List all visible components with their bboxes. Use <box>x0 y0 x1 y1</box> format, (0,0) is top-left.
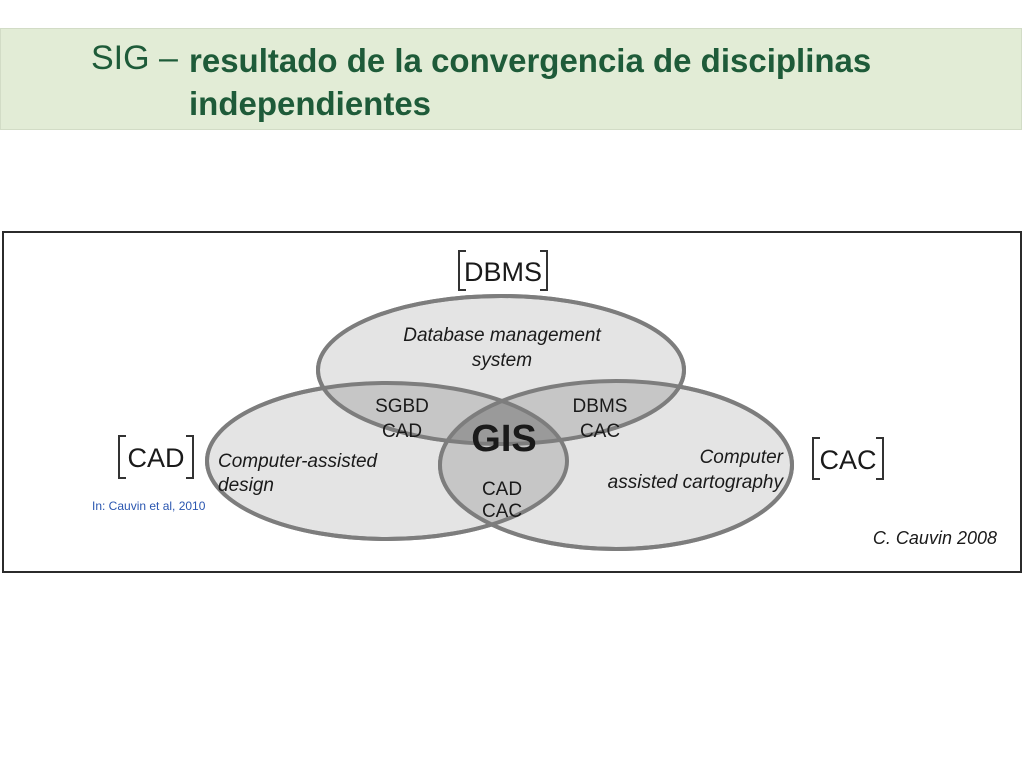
left-circle-label-1: Computer-assisted <box>218 451 379 472</box>
tag-cac-label: CAC <box>819 445 876 475</box>
top-circle-outline <box>316 294 686 446</box>
tag-dbms: DBMS <box>458 250 548 291</box>
center-gis-label: GIS <box>471 418 536 460</box>
top-circle-label-1: Database management <box>403 325 601 346</box>
title-line-1: resultado de la convergencia de discipli… <box>189 42 872 79</box>
top-circle-label-2: system <box>472 350 532 371</box>
left-circle-outline <box>205 381 569 541</box>
title-line-2: independientes <box>189 85 432 122</box>
venn-figure: DBMS CAD CAC Database management system … <box>2 231 1022 573</box>
left-circle-label-2: design <box>218 475 274 496</box>
overlap-top-left-label-2: CAD <box>382 421 422 442</box>
right-circle-label-1: Computer <box>700 447 784 468</box>
overlap-bottom-label-1: CAD <box>482 479 522 500</box>
overlap-bottom-label-2: CAC <box>482 501 522 522</box>
tag-cad: CAD <box>118 435 194 479</box>
venn-diagram: DBMS CAD CAC Database management system … <box>118 250 997 551</box>
title-band: SIG – resultado de la convergencia de di… <box>0 28 1022 130</box>
source-note: In: Cauvin et al, 2010 <box>92 499 206 513</box>
right-circle-outline <box>438 379 794 551</box>
overlap-top-left-label-1: SGBD <box>375 396 429 417</box>
right-circle-label-2: assisted cartography <box>608 472 785 493</box>
slide-title: resultado de la convergencia de discipli… <box>189 39 989 125</box>
tag-dbms-label: DBMS <box>464 257 542 287</box>
figure-credit: C. Cauvin 2008 <box>873 528 997 548</box>
tag-cad-label: CAD <box>127 443 184 473</box>
center-region <box>440 383 567 444</box>
tag-cac: CAC <box>812 437 884 480</box>
title-prefix: SIG – <box>91 39 178 77</box>
overlap-top-right-label-1: DBMS <box>573 396 628 417</box>
overlap-top-right-label-2: CAC <box>580 421 620 442</box>
